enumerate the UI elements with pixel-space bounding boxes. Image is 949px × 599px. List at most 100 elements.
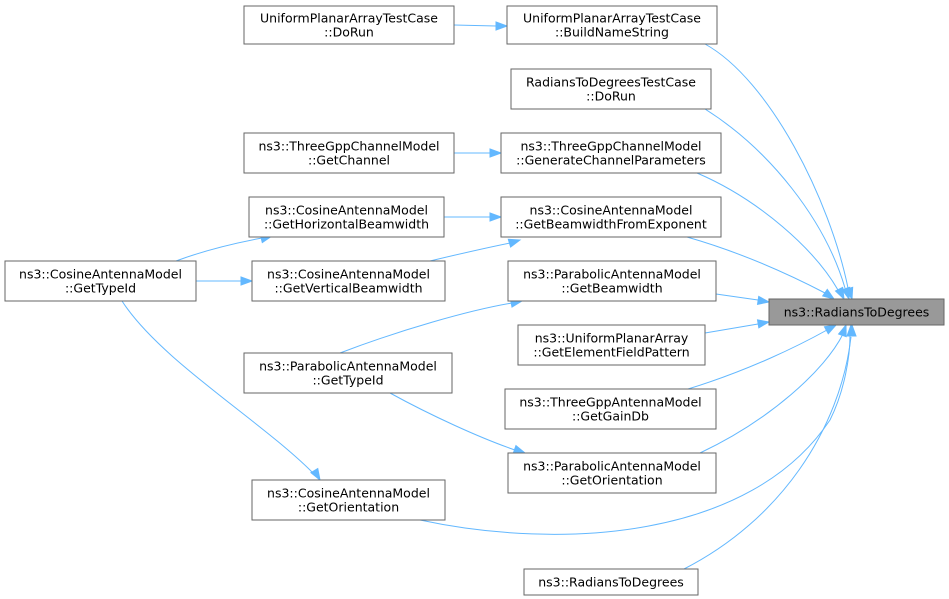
node-label-line: ns3::RadiansToDegrees	[784, 305, 930, 320]
arrowhead-icon	[489, 148, 503, 158]
node-label-line: ::GetHorizontalBeamwidth	[264, 217, 429, 232]
edge-n7-to-n11	[686, 236, 836, 300]
edge-line	[715, 293, 759, 301]
node-label-line: ns3::ThreeGppChannelModel	[258, 139, 439, 154]
node-parabolicantennamodel-getbeamwidth[interactable]: ns3::ParabolicAntennaModel::GetBeamwidth	[507, 260, 717, 302]
edge-line	[175, 237, 263, 262]
node-uniformplanararraytestcase-dorun[interactable]: UniformPlanarArrayTestCase::DoRun	[243, 5, 455, 45]
node-label-line: ns3::CosineAntennaModel	[530, 203, 693, 218]
node-label-line: ::BuildNameString	[555, 25, 669, 40]
node-cosineantennamodel-gettypeid[interactable]: ns3::CosineAntennaModel::GetTypeId	[4, 260, 197, 302]
node-box	[243, 5, 455, 45]
edge-line	[687, 329, 828, 390]
edge-n15-to-n11	[699, 323, 847, 454]
node-threegppantennamodel-getgaindb[interactable]: ns3::ThreeGppAntennaModel::GetGainDb	[504, 388, 717, 430]
arrowhead-icon	[847, 323, 857, 337]
node-radianstodegreestestcase-dorun[interactable]: RadiansToDegreesTestCase::DoRun	[510, 68, 712, 110]
arrowhead-icon	[823, 324, 838, 335]
node-box	[500, 132, 722, 174]
node-box	[243, 352, 453, 394]
node-label-line: ns3::ParabolicAntennaModel	[523, 267, 701, 282]
node-label-line: ::GetBeamwidth	[561, 281, 662, 296]
edge-n8-to-n9	[196, 276, 254, 286]
node-label-line: ns3::ThreeGppChannelModel	[520, 139, 701, 154]
edge-line	[429, 242, 511, 262]
edge-line	[704, 43, 849, 289]
edge-line	[686, 236, 826, 294]
edge-n13-to-n10	[339, 298, 524, 354]
node-box	[504, 388, 717, 430]
edge-n3-to-n11	[704, 108, 851, 301]
edge-line	[339, 302, 513, 354]
node-cosineantennamodel-getverticalbeamwidth[interactable]: ns3::CosineAntennaModel::GetVerticalBeam…	[251, 260, 446, 302]
arrowhead-icon	[834, 286, 845, 301]
node-label-line: ::GetChannel	[308, 153, 390, 168]
node-label-line: ::GetVerticalBeamwidth	[274, 281, 422, 296]
node-cosineantennamodel-getorientation[interactable]: ns3::CosineAntennaModel::GetOrientation	[251, 479, 446, 521]
arrowhead-icon	[507, 238, 522, 248]
node-label-line: ::GetOrientation	[561, 473, 662, 488]
node-label-line: ns3::CosineAntennaModel	[267, 267, 430, 282]
edge-line	[121, 300, 313, 473]
node-cosineantennamodel-getbeamwidthfromexponent[interactable]: ns3::CosineAntennaModel::GetBeamwidthFro…	[500, 196, 722, 238]
arrowhead-icon	[756, 295, 771, 305]
nodes-layer: UniformPlanarArrayTestCase::DoRunUniform…	[4, 5, 945, 596]
node-label-line: ::GetGainDb	[572, 409, 649, 424]
node-box	[248, 196, 445, 238]
node-uniformplanararraytestcase-buildnamestring[interactable]: UniformPlanarArrayTestCase::BuildNameStr…	[506, 5, 718, 45]
node-box	[251, 260, 446, 302]
node-cosineantennamodel-gethorizontalbeamwidth[interactable]: ns3::CosineAntennaModel::GetHorizontalBe…	[248, 196, 445, 238]
arrowhead-icon	[841, 286, 851, 301]
node-label-line: ns3::CosineAntennaModel	[19, 267, 182, 282]
node-parabolicantennamodel-getorientation[interactable]: ns3::ParabolicAntennaModel::GetOrientati…	[507, 452, 717, 494]
edge-line	[704, 323, 759, 334]
edge-n8-to-n6	[175, 234, 274, 262]
node-label-line: ns3::RadiansToDegrees	[538, 575, 684, 590]
node-box	[506, 5, 718, 45]
node-label-line: ::GetBeamwidthFromExponent	[515, 217, 707, 232]
edge-n8-to-n16	[121, 300, 321, 482]
node-radianstodegrees-overload[interactable]: ns3::RadiansToDegrees	[523, 568, 699, 596]
arrowhead-icon	[310, 467, 321, 482]
node-parabolicantennamodel-gettypeid[interactable]: ns3::ParabolicAntennaModel::GetTypeId	[243, 352, 453, 394]
node-label-line: ns3::ParabolicAntennaModel	[523, 459, 701, 474]
node-label-line: ns3::CosineAntennaModel	[267, 486, 430, 501]
node-box	[517, 324, 706, 366]
node-threegppchannelmodel-getchannel[interactable]: ns3::ThreeGppChannelModel::GetChannel	[243, 132, 455, 174]
node-label-line: UniformPlanarArrayTestCase	[523, 11, 701, 26]
edges-layer	[121, 21, 857, 570]
edge-n12-to-n11	[704, 319, 771, 334]
edge-n9-to-n7	[429, 238, 522, 262]
edge-line	[699, 333, 844, 454]
edge-line	[389, 392, 516, 451]
arrowhead-icon	[240, 276, 254, 286]
node-box	[768, 298, 945, 326]
node-box	[507, 452, 717, 494]
arrowhead-icon	[495, 21, 509, 31]
edge-n14-to-n11	[687, 324, 838, 390]
edge-n5-to-n11	[696, 172, 845, 301]
node-label-line: RadiansToDegreesTestCase	[526, 75, 696, 90]
edge-n17-to-n11	[683, 323, 857, 570]
edge-n6-to-n7	[444, 212, 503, 222]
node-label-line: ::GetTypeId	[65, 281, 136, 296]
arrowhead-icon	[489, 212, 503, 222]
node-label-line: ::DoRun	[586, 89, 636, 104]
node-label-line: ns3::UniformPlanarArray	[535, 331, 689, 346]
node-box	[243, 132, 455, 174]
edge-line	[683, 336, 852, 570]
node-label-line: ns3::CosineAntennaModel	[265, 203, 428, 218]
node-label-line: ::GetElementFieldPattern	[533, 345, 689, 360]
edge-n2-to-n11	[704, 43, 854, 301]
arrowhead-icon	[837, 323, 847, 338]
node-box	[251, 479, 446, 521]
node-box	[500, 196, 722, 238]
node-label-line: ::GenerateChannelParameters	[516, 153, 706, 168]
node-label-line: ::DoRun	[324, 25, 374, 40]
node-uniformplanararray-getelementfieldpattern[interactable]: ns3::UniformPlanarArray::GetElementField…	[517, 324, 706, 366]
arrowhead-icon	[756, 319, 771, 329]
node-threegppchannelmodel-generatechannelparameters[interactable]: ns3::ThreeGppChannelModel::GenerateChann…	[500, 132, 722, 174]
node-radianstodegrees-focus[interactable]: ns3::RadiansToDegrees	[768, 298, 945, 326]
node-label-line: UniformPlanarArrayTestCase	[260, 11, 438, 26]
